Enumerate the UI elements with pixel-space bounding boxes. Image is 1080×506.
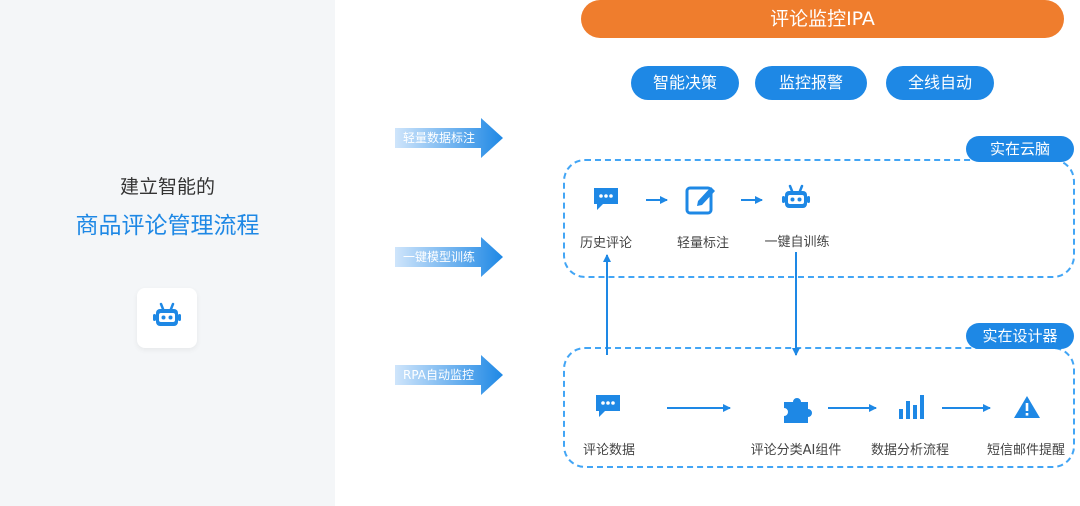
side-arrow-label: 轻量数据标注	[403, 131, 476, 145]
node-ai-classifier: 评论分类AI组件	[750, 443, 842, 458]
node-light-annotation: 轻量标注	[676, 236, 729, 251]
pill-smart-decision: 智能决策	[631, 66, 739, 100]
side-arrow-model-training: 一键模型训练	[395, 237, 505, 277]
warning-icon	[1014, 396, 1040, 418]
node-data-analysis: 数据分析流程	[870, 443, 949, 458]
pill-monitor-alert: 监控报警	[755, 66, 867, 100]
node-self-training: 一键自训练	[764, 235, 830, 250]
side-arrow-label: 一键模型训练	[403, 250, 476, 264]
headline: 商品评论管理流程	[75, 213, 260, 239]
puzzle-icon	[784, 398, 812, 423]
chat-bubble-icon	[594, 188, 618, 210]
cloud-section-box	[563, 159, 1075, 278]
designer-section-box	[563, 347, 1075, 468]
robot-card	[137, 288, 197, 348]
robot-icon	[153, 302, 181, 326]
subtitle: 建立智能的	[119, 176, 215, 198]
chat-bubble-icon	[596, 395, 620, 417]
diagram-title: 评论监控IPA	[581, 0, 1064, 38]
robot-icon	[782, 184, 810, 208]
side-arrow-label: RPA自动监控	[403, 368, 475, 382]
pill-full-automation: 全线自动	[886, 66, 994, 100]
node-sms-email-alert: 短信邮件提醒	[986, 443, 1065, 458]
bar-chart-icon	[899, 395, 924, 419]
left-panel: 建立智能的 商品评论管理流程	[0, 0, 335, 506]
cloud-section-tag: 实在云脑	[966, 136, 1074, 162]
node-comment-data: 评论数据	[582, 443, 635, 458]
edit-icon	[685, 186, 715, 215]
node-history-comments: 历史评论	[579, 236, 632, 251]
side-arrow-rpa-monitor: RPA自动监控	[395, 355, 505, 395]
designer-section-tag: 实在设计器	[966, 323, 1074, 349]
side-arrow-data-labeling: 轻量数据标注	[395, 118, 505, 158]
